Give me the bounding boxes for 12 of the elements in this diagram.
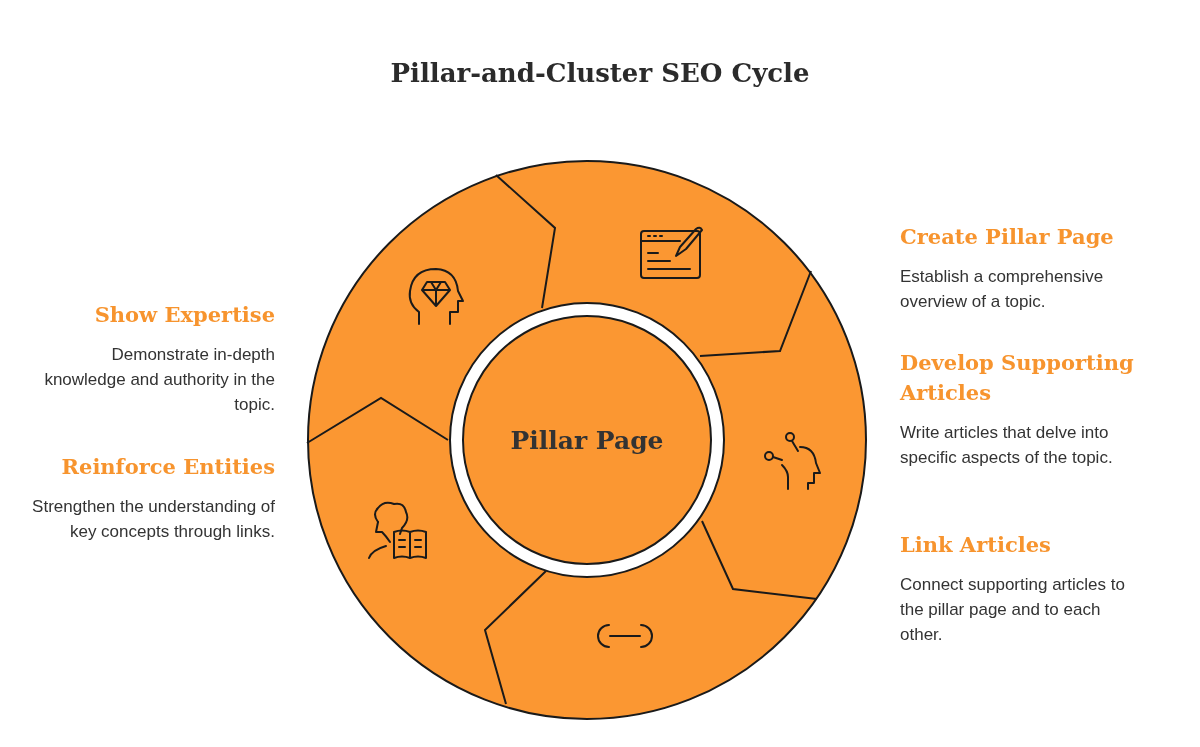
step-description: Demonstrate in-depth knowledge and authority in the topic. (43, 344, 275, 416)
step-description: Establish a comprehensive overview of a topic. (900, 266, 1105, 313)
step-heading: Develop Supporting Articles (900, 349, 1135, 407)
step-description: Connect supporting articles to the pillar page and to each other. (900, 574, 1126, 646)
step-description: Strengthen the understanding of key concepts through links. (31, 496, 275, 543)
step-heading: Reinforce Entities (60, 453, 275, 481)
center-circle-label: Pillar Page (510, 425, 664, 455)
step-heading: Create Pillar Page (900, 223, 1115, 251)
diagram-title: Pillar-and-Cluster SEO Cycle (389, 58, 811, 88)
step-heading: Show Expertise (93, 301, 275, 329)
step-description: Write articles that delve into specific aspects of the topic. (900, 422, 1114, 469)
step-heading: Link Articles (900, 531, 1052, 559)
